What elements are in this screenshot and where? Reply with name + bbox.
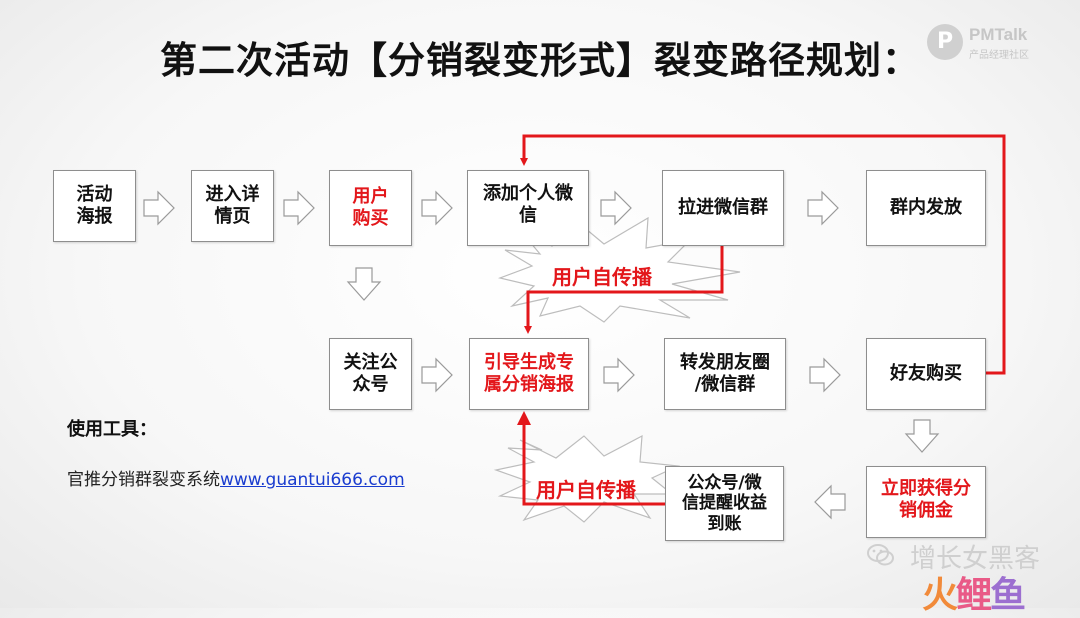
watermark-brand-char: 鲤 — [956, 575, 992, 616]
flow-arrow — [814, 484, 846, 520]
flow-arrow — [807, 190, 839, 226]
flow-arrow — [143, 190, 175, 226]
self-spread-label-top: 用户自传播 — [552, 265, 652, 289]
node-earnings-notice: 公众号/微 信提醒收益 到账 — [665, 466, 784, 541]
watermark-brand-logo: 火鲤鱼 — [922, 566, 1026, 618]
watermark-account-name: 增长女黑客 — [910, 544, 1041, 574]
flow-arrow — [421, 190, 453, 226]
watermark-brand-char: 火 — [922, 575, 958, 616]
node-follow-account: 关注公 众号 — [329, 338, 412, 410]
flow-arrow — [421, 357, 453, 393]
tools-link[interactable]: www.guantui666.com — [220, 470, 405, 490]
flow-arrow — [904, 419, 940, 453]
starburst-bottom — [493, 434, 681, 523]
tools-system-name: 官推分销群裂变系统 — [67, 470, 220, 490]
tools-heading: 使用工具： — [67, 419, 157, 440]
flow-arrow — [600, 190, 632, 226]
loop-back-path — [520, 134, 1006, 375]
node-enter-detail: 进入详 情页 — [191, 170, 274, 242]
tools-description: 官推分销群裂变系统www.guantui666.com — [67, 465, 405, 490]
node-group-distribute: 群内发放 — [866, 170, 986, 246]
node-join-group: 拉进微信群 — [662, 170, 784, 246]
flow-arrow — [603, 357, 635, 393]
pmtalk-logo-subtitle: 产品经理社区 — [969, 50, 1029, 61]
watermark-brand-char: 鱼 — [990, 575, 1026, 616]
node-get-commission: 立即获得分 销佣金 — [866, 466, 986, 538]
self-spread-path-bottom — [517, 411, 667, 506]
pmtalk-logo: P PMTalk 产品经理社区 — [927, 24, 1067, 64]
flow-arrow — [809, 357, 841, 393]
page-title: 第二次活动【分销裂变形式】裂变路径规划： — [160, 39, 920, 82]
flow-arrow — [283, 190, 315, 226]
flow-arrow — [346, 267, 382, 301]
node-activity-poster: 活动 海报 — [53, 170, 136, 242]
node-friend-purchase: 好友购买 — [866, 338, 986, 410]
node-add-wechat: 添加个人微 信 — [467, 170, 589, 246]
wechat-icon — [867, 544, 894, 566]
self-spread-path-top — [524, 246, 724, 334]
pmtalk-logo-name: PMTalk — [969, 25, 1028, 44]
pmtalk-logo-icon: P — [927, 24, 963, 60]
node-user-purchase: 用户 购买 — [329, 170, 412, 246]
self-spread-label-bottom: 用户自传播 — [536, 478, 636, 502]
node-share-moments: 转发朋友圈 /微信群 — [664, 338, 786, 410]
node-generate-poster: 引导生成专 属分销海报 — [469, 338, 589, 410]
